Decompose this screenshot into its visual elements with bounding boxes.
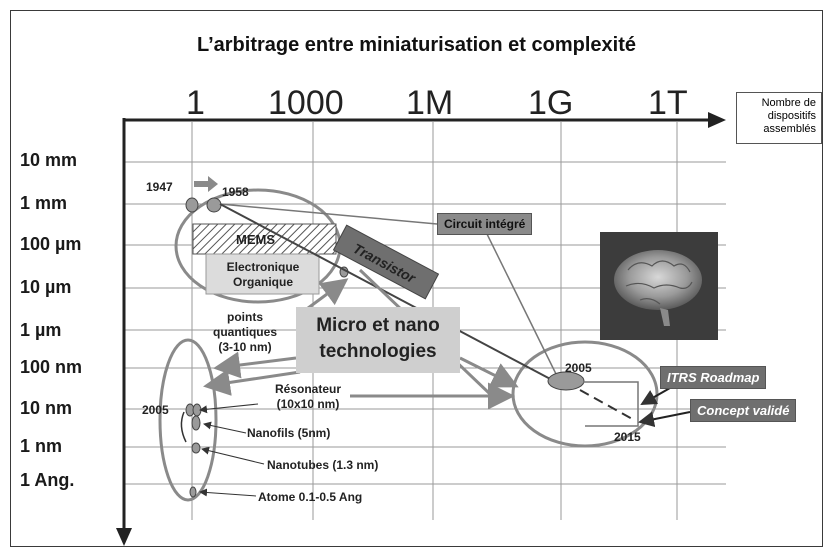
year-1958: 1958 [222, 185, 249, 199]
y-tick-10mm: 10 mm [20, 150, 78, 170]
year-2015: 2015 [614, 430, 641, 444]
y-tick-10um: 10 µm [20, 277, 72, 297]
concept-valide-label: Concept validé [690, 399, 797, 422]
brain-image [600, 232, 718, 340]
page-title: L’arbitrage entre miniaturisation et com… [196, 34, 636, 56]
y-tick-1ang: 1 Ang. [20, 470, 75, 490]
nanofils-label: Nanofils (5nm) [247, 426, 331, 440]
y-tick-10nm: 10 nm [20, 398, 73, 418]
y-tick-1um: 1 µm [20, 320, 62, 340]
year-2005-right: 2005 [565, 361, 592, 375]
y-tick-1nm: 1 nm [20, 436, 63, 456]
y-tick-100nm: 100 nm [20, 357, 83, 377]
points-quantiques-label: points quantiques (3-10 nm) [212, 310, 277, 354]
resonateur-label: Résonateur (10x10 nm) [274, 382, 342, 411]
x-axis-label-box: Nombre de dispositifs assemblés [736, 92, 822, 144]
electronique-label: Electronique Organique [226, 260, 300, 289]
atome-label: Atome 0.1-0.5 Ang [258, 490, 363, 504]
nanotubes-label: Nanotubes (1.3 nm) [267, 458, 379, 472]
x-tick-1g: 1G [528, 84, 574, 122]
left-ellipse [158, 338, 218, 502]
y-tick-100um: 100 µm [20, 234, 82, 254]
year-1947: 1947 [146, 180, 173, 194]
micro-nano-box: Micro et nano technologies [296, 307, 460, 373]
x-tick-1: 1 [186, 84, 205, 122]
year-2005-left: 2005 [142, 403, 169, 417]
circuit-integre-label: Circuit intégré [437, 213, 533, 235]
itrs-roadmap-label: ITRS Roadmap [660, 366, 767, 389]
x-tick-1t: 1T [648, 84, 688, 122]
electronique-box [205, 253, 320, 295]
y-tick-1mm: 1 mm [20, 193, 68, 213]
mems-label: MEMS [236, 232, 275, 247]
x-tick-1m: 1M [406, 84, 454, 122]
x-tick-1000: 1000 [268, 84, 344, 122]
